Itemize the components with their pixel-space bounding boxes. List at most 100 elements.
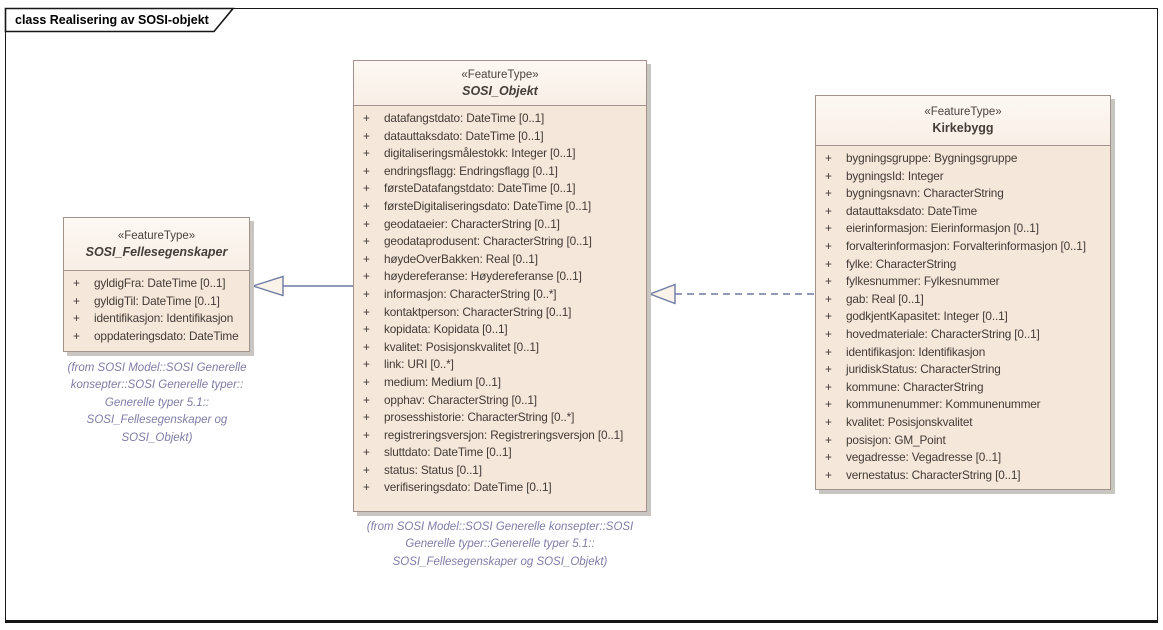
class-name: Kirkebygg: [932, 121, 994, 135]
attribute-signature: geodataprodusent: CharacterString [0..1]: [384, 234, 592, 249]
attribute-row: + datauttaksdato: DateTime: [816, 203, 1110, 221]
attribute-signature: vernestatus: CharacterString [0..1]: [846, 467, 1021, 482]
attribute-signature: fylke: CharacterString: [846, 256, 957, 271]
attribute-signature: førsteDigitaliseringsdato: DateTime [0..…: [384, 198, 592, 213]
attribute-signature: bygningsnavn: CharacterString: [846, 186, 1004, 201]
attribute-row: + datafangstdato: DateTime [0..1]: [354, 110, 646, 128]
attribute-row: + hovedmateriale: CharacterString [0..1]: [816, 326, 1110, 344]
attribute-signature: informasjon: CharacterString [0..*]: [384, 286, 557, 301]
visibility-plus: +: [825, 467, 832, 482]
stereotype-label: «FeatureType»: [461, 68, 539, 81]
attribute-row: + kommunenummer: Kommunenummer: [816, 396, 1110, 414]
visibility-plus: +: [825, 168, 832, 183]
attribute-row: + forvalterinformasjon: Forvalterinforma…: [816, 238, 1110, 256]
attribute-signature: kontaktperson: CharacterString [0..1]: [384, 304, 572, 319]
attribute-signature: fylkesnummer: Fylkesnummer: [846, 274, 1000, 289]
visibility-plus: +: [825, 432, 832, 447]
attribute-row: + digitaliseringsmålestokk: Integer [0..…: [354, 145, 646, 163]
visibility-plus: +: [825, 151, 832, 165]
visibility-plus: +: [363, 216, 370, 231]
attribute-compartment: + datafangstdato: DateTime [0..1] + data…: [354, 106, 646, 497]
attribute-signature: kommunenummer: Kommunenummer: [846, 397, 1041, 412]
visibility-plus: +: [363, 392, 370, 407]
visibility-plus: +: [363, 269, 370, 284]
note-line: konsepter::SOSI Generelle typer::: [70, 379, 244, 392]
attribute-row: + juridiskStatus: CharacterString: [816, 361, 1110, 379]
attribute-signature: gyldigTil: DateTime [0..1]: [94, 293, 220, 308]
visibility-plus: +: [363, 462, 370, 477]
visibility-plus: +: [825, 238, 832, 253]
visibility-plus: +: [825, 291, 832, 306]
attribute-row: + identifikasjon: Identifikasjon: [64, 310, 249, 328]
attribute-signature: medium: Medium [0..1]: [384, 374, 501, 389]
class-sosi-objekt[interactable]: «FeatureType» SOSI_Objekt + datafangstda…: [353, 60, 647, 512]
attribute-row: + geodataprodusent: CharacterString [0..…: [354, 233, 646, 251]
attribute-row: + gyldigTil: DateTime [0..1]: [64, 293, 249, 311]
attribute-row: + posisjon: GM_Point: [816, 432, 1110, 450]
visibility-plus: +: [363, 445, 370, 460]
visibility-plus: +: [825, 186, 832, 201]
note-line: Generelle typer 5.1::: [104, 396, 210, 409]
visibility-plus: +: [825, 379, 832, 394]
visibility-plus: +: [825, 414, 832, 429]
visibility-plus: +: [363, 128, 370, 143]
attribute-row: + prosesshistorie: CharacterString [0..*…: [354, 409, 646, 427]
visibility-plus: +: [73, 311, 80, 326]
attribute-signature: godkjentKapasitet: Integer [0..1]: [846, 309, 1008, 324]
note-line: SOSI_Fellesegenskaper og: [86, 414, 228, 427]
attribute-row: + bygningsnavn: CharacterString: [816, 185, 1110, 203]
class-sosi-fellesegenskaper[interactable]: «FeatureType» SOSI_Fellesegenskaper + gy…: [63, 217, 250, 352]
visibility-plus: +: [363, 111, 370, 125]
class-header: «FeatureType» SOSI_Fellesegenskaper: [64, 218, 249, 271]
class-kirkebygg[interactable]: «FeatureType» Kirkebygg + bygningsgruppe…: [815, 95, 1111, 490]
attribute-row: + kontaktperson: CharacterString [0..1]: [354, 304, 646, 322]
attribute-signature: sluttdato: DateTime [0..1]: [384, 445, 512, 460]
visibility-plus: +: [825, 362, 832, 377]
visibility-plus: +: [825, 309, 832, 324]
attribute-signature: eierinformasjon: Eierinformasjon [0..1]: [846, 221, 1039, 236]
class-name: SOSI_Objekt: [462, 83, 538, 98]
attribute-row: + gab: Real [0..1]: [816, 291, 1110, 309]
attribute-signature: bygningsgruppe: Bygningsgruppe: [846, 151, 1018, 165]
attribute-row: + fylkesnummer: Fylkesnummer: [816, 273, 1110, 291]
attribute-row: + oppdateringsdato: DateTime: [64, 328, 249, 346]
note-line: SOSI_Objekt): [121, 431, 193, 444]
attribute-row: + eierinformasjon: Eierinformasjon [0..1…: [816, 220, 1110, 238]
attribute-row: + bygningsId: Integer: [816, 168, 1110, 186]
attribute-signature: kopidata: Kopidata [0..1]: [384, 322, 508, 337]
attribute-signature: gab: Real [0..1]: [846, 291, 924, 306]
attribute-row: + fylke: CharacterString: [816, 256, 1110, 274]
attribute-signature: datafangstdato: DateTime [0..1]: [384, 111, 545, 125]
visibility-plus: +: [363, 146, 370, 161]
visibility-plus: +: [363, 198, 370, 213]
note-line: (from SOSI Model::SOSI Generelle konsept…: [366, 521, 634, 533]
visibility-plus: +: [825, 326, 832, 341]
visibility-plus: +: [363, 163, 370, 178]
visibility-plus: +: [825, 344, 832, 359]
attribute-row: + bygningsgruppe: Bygningsgruppe: [816, 150, 1110, 168]
attribute-signature: geodataeier: CharacterString [0..1]: [384, 216, 560, 231]
attribute-row: + høydeOverBakken: Real [0..1]: [354, 251, 646, 269]
attribute-row: + endringsflagg: Endringsflagg [0..1]: [354, 163, 646, 181]
attribute-row: + kopidata: Kopidata [0..1]: [354, 321, 646, 339]
attribute-signature: posisjon: GM_Point: [846, 432, 946, 447]
attribute-signature: prosesshistorie: CharacterString [0..*]: [384, 410, 575, 425]
attribute-signature: gyldigFra: DateTime [0..1]: [94, 276, 226, 290]
realization-arrow[interactable]: [648, 283, 816, 305]
attribute-signature: oppdateringsdato: DateTime: [94, 328, 239, 343]
attribute-signature: opphav: CharacterString [0..1]: [384, 392, 537, 407]
attribute-row: + førsteDigitaliseringsdato: DateTime [0…: [354, 198, 646, 216]
attribute-signature: høydeOverBakken: Real [0..1]: [384, 251, 538, 266]
attribute-signature: førsteDatafangstdato: DateTime [0..1]: [384, 181, 576, 196]
visibility-plus: +: [363, 322, 370, 337]
generalization-arrow[interactable]: [250, 275, 354, 297]
attribute-signature: bygningsId: Integer: [846, 168, 944, 183]
visibility-plus: +: [363, 410, 370, 425]
attribute-row: + identifikasjon: Identifikasjon: [816, 344, 1110, 362]
attribute-row: + verifiseringsdato: DateTime [0..1]: [354, 479, 646, 497]
visibility-plus: +: [825, 450, 832, 465]
visibility-plus: +: [73, 328, 80, 343]
attribute-signature: vegadresse: Vegadresse [0..1]: [846, 450, 1002, 465]
